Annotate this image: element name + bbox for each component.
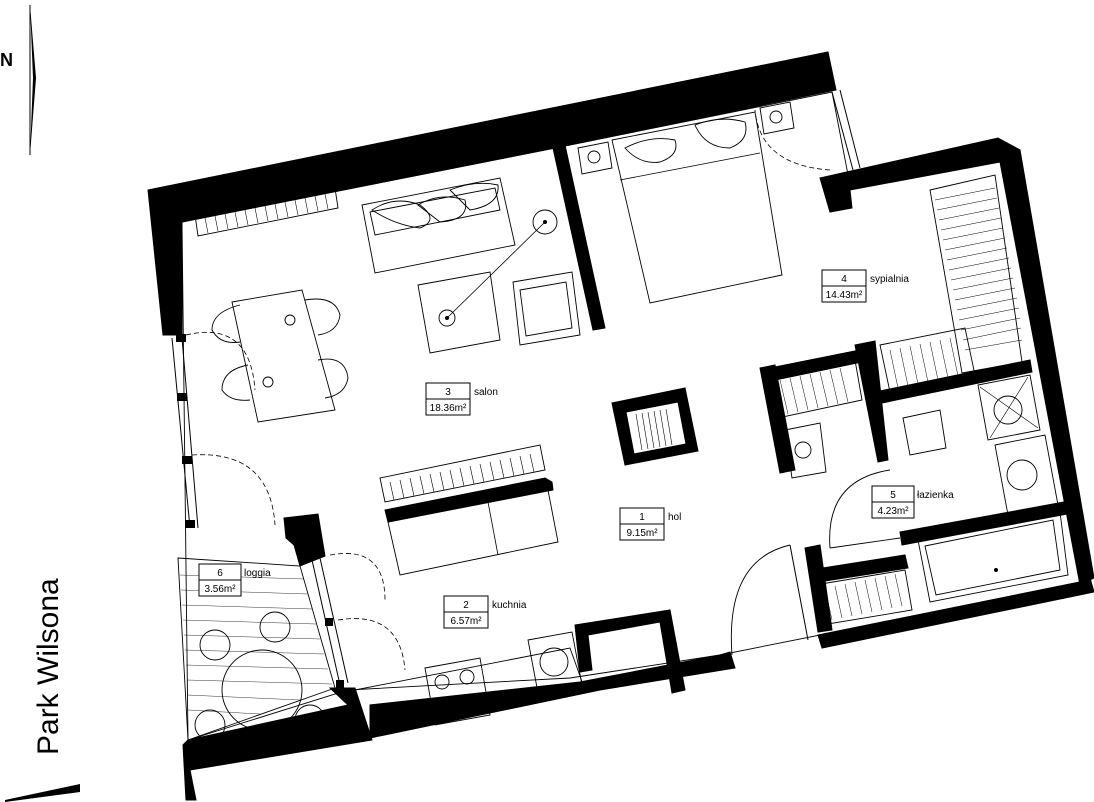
bathroom-fixtures [784,374,1069,626]
room-label-kuchnia: 2 6.57m² kuchnia [443,595,527,629]
armchair [512,271,581,346]
coffee-table [417,271,501,354]
kitchen-island [387,489,559,576]
kitchen-counter [354,631,586,736]
shower [977,374,1041,441]
interior-walls [283,144,1079,694]
room-area: 4.23m² [877,506,909,517]
north-label: N [0,50,13,70]
room-label-loggia: 6 3.56m² loggia [198,563,271,597]
room-label-hol: 1 9.15m² hol [619,507,681,541]
room-label-salon: 3 18.36m² salon [425,382,498,416]
room-name: hol [668,512,681,523]
dining-table [231,289,336,423]
tv-shelf [379,444,546,503]
wardrobe [929,174,1023,374]
street-edge-icon [5,784,80,802]
room-area: 14.43m² [826,290,863,301]
room-name: salon [474,387,498,398]
kitchen-sink [539,647,569,677]
loggia-floor [177,557,336,741]
room-number: 6 [217,568,223,579]
washbasin [902,409,947,456]
room-area: 9.15m² [626,528,658,539]
windows [171,89,861,688]
living-furniture [194,177,581,576]
bathtub [917,511,1069,603]
room-label-sypialnia: 4 14.43m² sypialnia [821,269,909,303]
room-number: 3 [445,387,451,398]
room-area: 18.36m² [430,403,467,414]
sofa [361,177,516,274]
room-name: sypialnia [870,274,909,285]
room-number: 2 [463,600,469,611]
room-name: loggia [244,568,271,579]
room-label-lazienka: 5 4.23m² łazienka [871,485,954,519]
bedroom-furniture [577,101,1023,419]
bed [611,111,783,304]
room-number: 5 [890,490,896,501]
door-swings [185,109,901,671]
north-arrow-icon: N [0,5,36,155]
room-number: 1 [639,512,645,523]
room-area: 6.57m² [450,616,482,627]
street-label: Park Wilsona [32,578,65,755]
room-number: 4 [841,274,847,285]
room-name: łazienka [917,490,954,501]
room-name: kuchnia [492,600,527,611]
room-area: 3.56m² [204,584,236,595]
cooktop-burner [434,674,450,690]
pillar-radiator [635,408,673,451]
